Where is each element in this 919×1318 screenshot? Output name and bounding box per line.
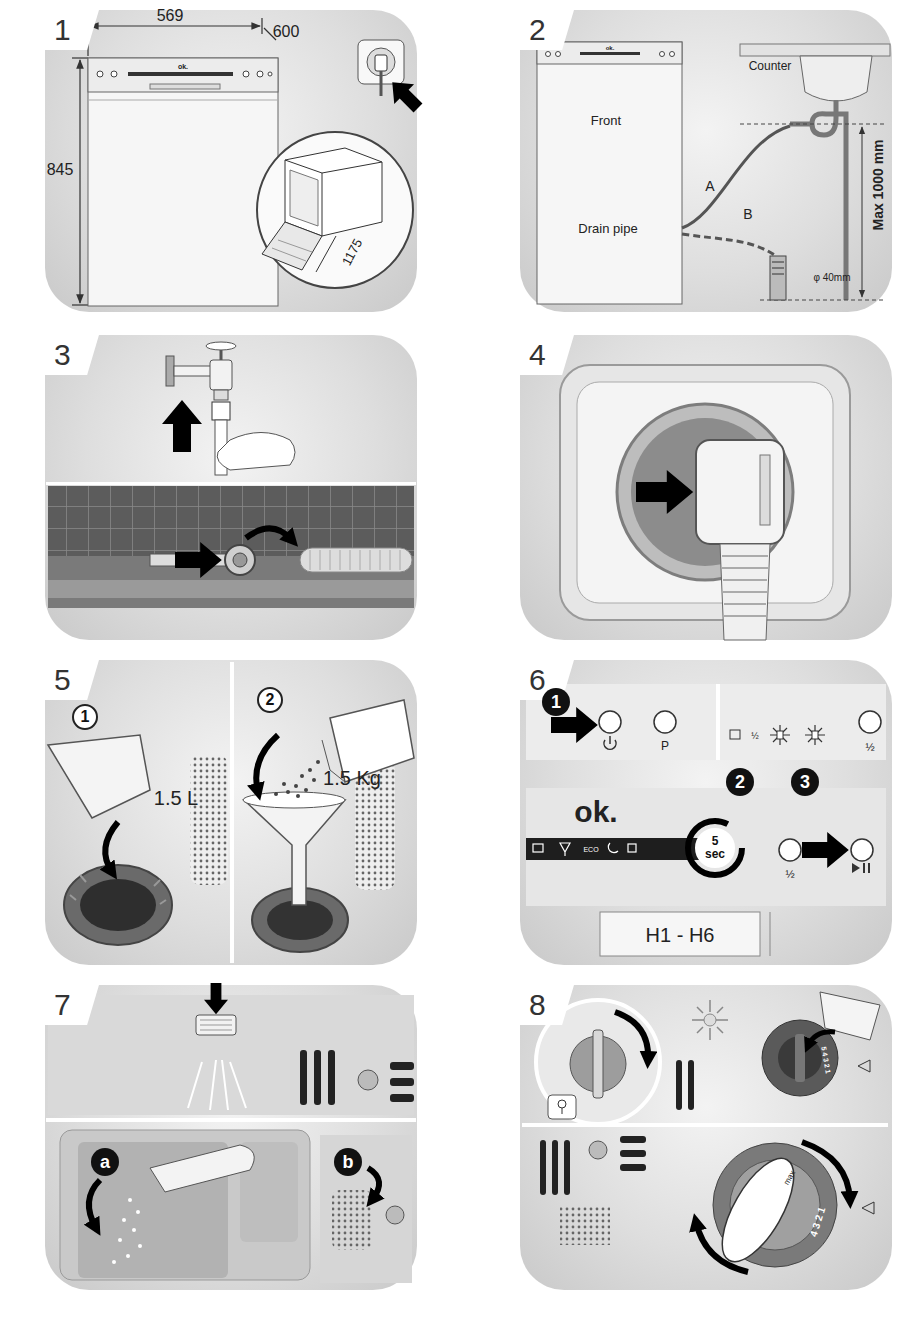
step-panel: 7 a b [45, 985, 417, 1290]
callout-text: 2 [735, 772, 745, 793]
callout-text: 5 sec [701, 835, 729, 860]
callout-text: a [100, 1152, 110, 1173]
step-panel: 1 [45, 10, 417, 312]
part-label: Front [591, 114, 621, 127]
callout-text: 1 [551, 692, 561, 713]
brand-logo: ok. [606, 45, 615, 51]
step-number: 7 [45, 985, 99, 1025]
dimension-label: 845 [47, 162, 74, 178]
quantity-label: 1.5 Kg [323, 768, 381, 788]
part-label: Drain pipe [578, 222, 637, 235]
dimension-label: Max 1000 mm [871, 139, 885, 230]
dimension-label: 600 [273, 24, 300, 40]
step-panel: 8 [520, 985, 892, 1290]
step-panel: 4 [520, 335, 892, 640]
callout-number: 1 [542, 688, 570, 716]
step-number: 2 [520, 10, 574, 50]
brand-logo: ok. [178, 63, 188, 70]
dimension-label: 569 [157, 8, 184, 24]
step-number: 5 [45, 660, 99, 700]
indicator-label: ½ [751, 732, 759, 741]
button-label: P [661, 740, 669, 752]
callout-number: 1 [72, 704, 98, 730]
part-label: Counter [749, 60, 792, 72]
step-panel: 5 1 2 [45, 660, 417, 965]
indicator-label: ECO [583, 846, 598, 853]
button-label: ½ [865, 742, 874, 753]
step-panel: 2 [520, 10, 892, 312]
hose-label: A [705, 179, 714, 193]
step-number: 8 [520, 985, 574, 1025]
step-number: 3 [45, 335, 99, 375]
callout-letter: a [91, 1148, 119, 1176]
step-number: 1 [45, 10, 99, 50]
callout-number: 2 [257, 687, 283, 713]
dimension-label: φ 40mm [813, 273, 850, 283]
timer-circle: 5 sec [695, 828, 735, 868]
callout-number: 2 [726, 768, 754, 796]
button-label: ½ [785, 869, 794, 880]
callout-text: 3 [800, 772, 810, 793]
callout-text: 2 [266, 691, 275, 709]
step-panel: 3 [45, 335, 417, 640]
quantity-label: 1.5 L [154, 788, 198, 808]
setting-range: H1 - H6 [646, 925, 715, 945]
callout-number: 3 [791, 768, 819, 796]
step-number: 4 [520, 335, 574, 375]
hose-label: B [743, 207, 752, 221]
brand-logo: ok. [574, 797, 617, 827]
callout-text: 1 [81, 708, 90, 726]
callout-text: b [343, 1152, 354, 1173]
callout-letter: b [334, 1148, 362, 1176]
